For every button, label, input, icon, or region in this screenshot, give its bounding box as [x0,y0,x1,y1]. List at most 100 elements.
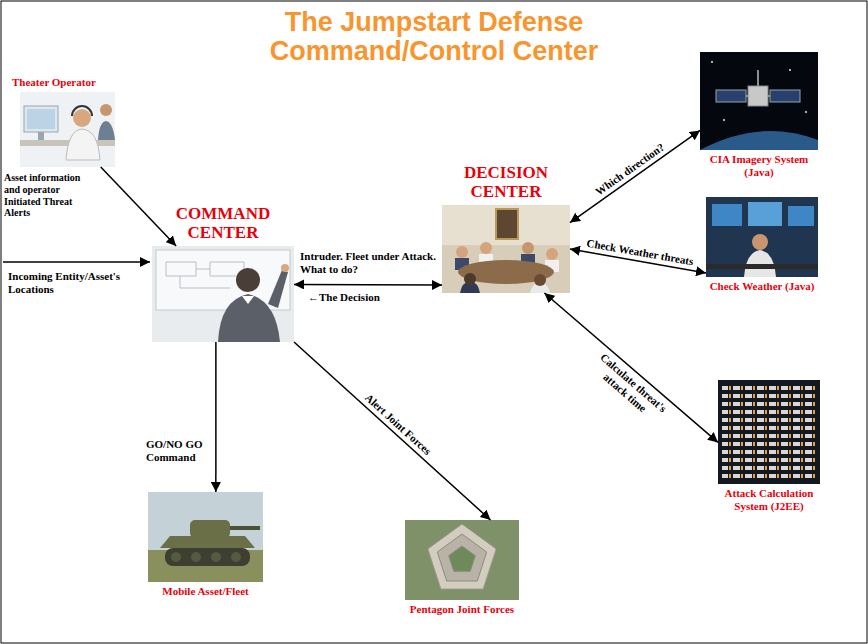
edge-label: Intruder. Fleet under Attack. What to do… [300,250,440,276]
node-label: Mobile Asset/Fleet [136,585,276,598]
meeting-photo [442,205,570,293]
server-board-photo [718,380,820,484]
connector-arrow [294,284,442,286]
weather-photo [706,197,818,277]
operator-photo [72,106,92,116]
connector-arrow [101,167,176,246]
satellite-photo [723,119,725,121]
edge-label: Calculate threat's attack time [578,342,680,435]
pentagon-photo [405,520,519,600]
tank-photo [228,526,260,530]
edge-label: GO/NO GO Command [146,438,210,464]
command-photo [152,246,294,342]
connector-arrow [570,130,700,222]
image-node: Check Weather (Java) [706,197,818,277]
meeting-photo [546,248,558,260]
tank-photo [165,548,250,566]
satellite-photo [711,61,713,63]
tank-photo [160,536,255,548]
satellite-photo [700,52,818,150]
command-photo [152,246,294,342]
edge-label: Asset information and operator Initiated… [4,172,96,219]
tank-photo [148,492,263,582]
image-node: Mobile Asset/Fleet [148,492,263,582]
satellite-photo [789,69,791,71]
operator-photo [66,129,100,160]
meeting-photo [534,274,546,286]
command-photo [236,268,260,292]
connector-arrow [294,342,491,520]
server-board-photo [718,380,820,484]
weather-photo [706,197,818,277]
image-node: Theater Operator [20,92,115,167]
command-photo [166,262,244,288]
satellite-photo [805,111,807,113]
annotation-label: ←The Decision [308,291,428,304]
pentagon-photo [428,524,496,589]
pentagon-photo [405,520,519,600]
satellite-photo [700,131,818,150]
operator-photo [20,92,115,167]
connector-arrow [215,342,217,492]
edge-label: Alert Joint Forces [349,379,447,469]
meeting-photo [442,205,570,293]
node-label: Attack Calculation System (J2EE) [709,487,829,512]
satellite-photo [748,86,768,106]
annotation-label: Incoming Entity/Asset's Locations [8,270,138,296]
tank-photo [171,552,181,562]
image-node: COMMAND CENTER [152,246,294,342]
meeting-photo [480,242,492,254]
operator-photo [27,109,55,129]
meeting-photo [464,273,476,285]
satellite-photo [716,90,746,102]
meeting-photo [442,205,570,245]
connector-arrow [544,293,718,442]
satellite-photo [770,90,800,102]
command-photo [281,264,289,272]
operator-photo [20,92,115,167]
command-photo [156,250,290,310]
satellite-photo [757,70,759,88]
node-label: Pentagon Joint Forces [387,603,537,616]
meeting-photo [496,209,518,239]
edge-label: Which direction? [581,132,678,206]
tank-photo [191,552,201,562]
node-label: COMMAND CENTER [158,204,288,243]
image-node: Attack Calculation System (J2EE) [718,380,820,484]
operator-photo [73,109,91,127]
weather-photo [788,206,814,226]
image-node: CIA Imagery System (Java) [700,52,818,150]
server-board-photo [722,386,816,478]
pentagon-photo [437,534,486,581]
tank-photo [148,492,263,582]
node-label: CIA Imagery System (Java) [694,153,824,178]
meeting-photo [522,242,534,254]
command-photo [242,296,254,304]
pentagon-photo [449,546,476,571]
operator-photo [20,140,115,146]
weather-photo [712,204,742,226]
weather-photo [706,264,818,269]
operator-photo [24,106,58,132]
operator-photo [38,132,44,140]
operator-photo [98,121,115,140]
image-node: Pentagon Joint Forces [405,520,519,600]
node-label: Check Weather (Java) [692,280,832,293]
image-node: DECISION CENTER [442,205,570,293]
incoming-arrow [3,261,150,263]
edge-label: Check Weather threats [573,234,705,270]
meeting-photo [456,246,468,258]
satellite-photo [700,52,818,150]
tank-photo [211,552,221,562]
node-label: DECISION CENTER [446,163,566,202]
node-label: Theater Operator [12,76,122,89]
weather-photo [748,202,782,226]
weather-photo [752,234,768,250]
command-photo [268,270,288,308]
